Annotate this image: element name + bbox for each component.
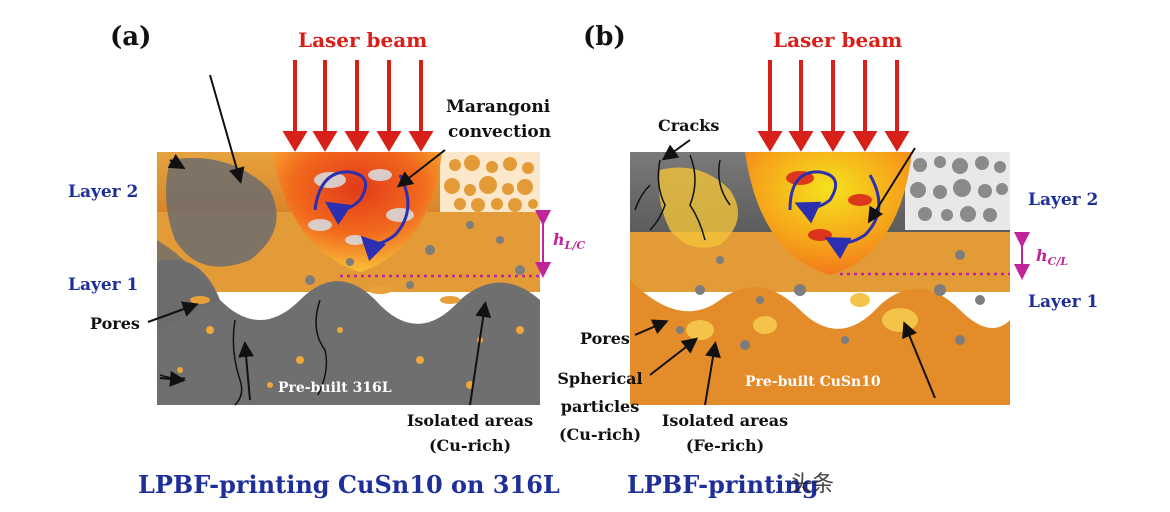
laser-arrows-b	[757, 60, 910, 152]
panel-a-label: (a)	[110, 22, 152, 52]
laser-arrows-a	[282, 60, 434, 152]
melt-pool-b	[745, 152, 912, 275]
marangoni-label-1: Marangoni	[446, 97, 551, 117]
pores-label-b: Pores	[580, 329, 630, 348]
caption-a: LPBF-printing CuSn10 on 316L	[138, 470, 560, 499]
spherical-label-2: particles	[560, 397, 640, 416]
cracks-label: Cracks	[658, 116, 720, 135]
isolated-label-a-1: Isolated areas	[406, 411, 534, 430]
panel-b-label: (b)	[583, 22, 626, 52]
height-label-b: hC/L	[1036, 246, 1069, 269]
height-label-a: hL/C	[553, 230, 586, 253]
panel-b	[630, 60, 1030, 406]
isolated-label-a-2: (Cu-rich)	[428, 436, 512, 455]
cracks-lines-b	[634, 154, 731, 241]
powder-particles-a	[444, 155, 538, 212]
substrate-label-a: Pre-built 316L	[278, 380, 392, 396]
substrate-label-b: Pre-built CuSn10	[745, 374, 881, 390]
pores-label-a: Pores	[90, 314, 140, 333]
laser-beam-label-a: Laser beam	[298, 28, 428, 52]
spherical-label-3: (Cu-rich)	[558, 425, 642, 444]
caption-b: LPBF-printing	[627, 470, 819, 499]
marangoni-label-2: convection	[448, 122, 552, 142]
laser-beam-label-b: Laser beam	[773, 28, 903, 52]
substrate-316l-a	[157, 259, 540, 405]
layer2-label-b: Layer 2	[1028, 190, 1099, 210]
spherical-label-1: Spherical	[557, 369, 643, 388]
watermark: 头条	[790, 472, 835, 497]
substrate-cusn10-b	[630, 280, 1010, 405]
layer1-label-b: Layer 1	[1028, 292, 1099, 312]
isolated-label-b-2: (Fe-rich)	[685, 436, 765, 455]
powder-particles-b	[910, 156, 1008, 222]
layer2-label-a: Layer 2	[68, 182, 139, 202]
grey-swirl-a	[166, 158, 277, 267]
layer1-label-a: Layer 1	[68, 275, 139, 295]
isolated-label-b-1: Isolated areas	[661, 411, 789, 430]
panel-a	[147, 60, 551, 406]
